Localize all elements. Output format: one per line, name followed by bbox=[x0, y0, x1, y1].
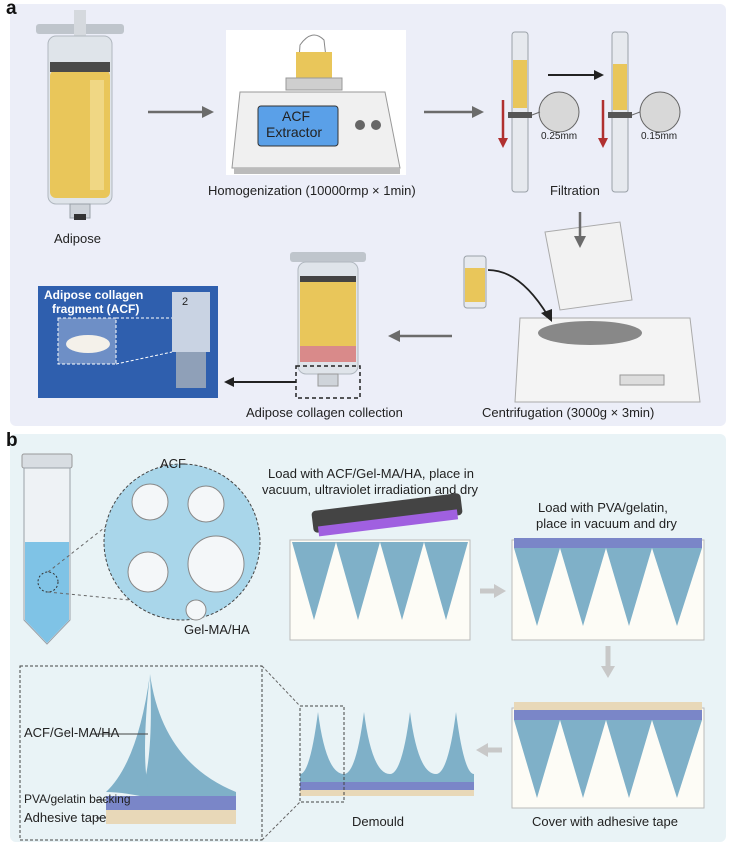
homogenization-label: Homogenization (10000rmp × 1min) bbox=[208, 183, 416, 198]
cover-label: Cover with adhesive tape bbox=[532, 814, 678, 829]
collection-syringe-illustration bbox=[290, 252, 366, 399]
panel-b: b bbox=[0, 430, 730, 845]
adipose-label: Adipose bbox=[54, 231, 101, 246]
acf-gel-label: ACF/Gel-MA/HA bbox=[24, 725, 120, 740]
acf-title-1: Adipose collagen bbox=[44, 288, 144, 302]
panel-b-letter: b bbox=[6, 430, 18, 451]
demoulded-array bbox=[299, 705, 474, 803]
centrifuge-illustration bbox=[463, 221, 701, 403]
panel-a-graphics bbox=[36, 10, 701, 403]
tape-label: Adhesive tape bbox=[24, 810, 107, 825]
extractor-label-2: Extractor bbox=[266, 124, 323, 140]
single-needle-zoom bbox=[19, 665, 301, 841]
uv-lamp-illustration bbox=[311, 493, 463, 537]
acf-zoom-circle bbox=[47, 463, 261, 621]
panel-b-graphics bbox=[19, 453, 705, 841]
pva-label: PVA/gelatin backing bbox=[24, 792, 131, 806]
acf-photo bbox=[38, 286, 218, 398]
acf-label: ACF bbox=[160, 456, 186, 471]
step1-line2: vacuum, ultraviolet irradiation and dry bbox=[262, 482, 479, 497]
mesh-size-1: 0.25mm bbox=[541, 131, 578, 142]
panel-a: a bbox=[6, 0, 726, 426]
demould-label: Demould bbox=[352, 814, 405, 829]
falcon-tube-illustration bbox=[21, 453, 73, 645]
step1-line1: Load with ACF/Gel-MA/HA, place in bbox=[268, 466, 474, 481]
gelma-ha-label: Gel-MA/HA bbox=[184, 622, 250, 637]
syringe-mark: 2 bbox=[182, 296, 189, 308]
homogenizer-illustration bbox=[226, 30, 406, 175]
step2-line2: place in vacuum and dry bbox=[536, 516, 677, 531]
mesh-size-2: 0.15mm bbox=[641, 131, 678, 142]
acf-title-2: fragment (ACF) bbox=[52, 302, 140, 316]
extractor-label-1: ACF bbox=[282, 108, 310, 124]
filtration-illustration bbox=[498, 31, 681, 193]
collection-label: Adipose collagen collection bbox=[246, 405, 403, 420]
filtration-label: Filtration bbox=[550, 183, 600, 198]
panel-a-letter: a bbox=[6, 0, 17, 19]
step2-line1: Load with PVA/gelatin, bbox=[538, 500, 668, 515]
adipose-syringe-illustration bbox=[36, 10, 124, 220]
centrifugation-label: Centrifugation (3000g × 3min) bbox=[482, 405, 655, 420]
